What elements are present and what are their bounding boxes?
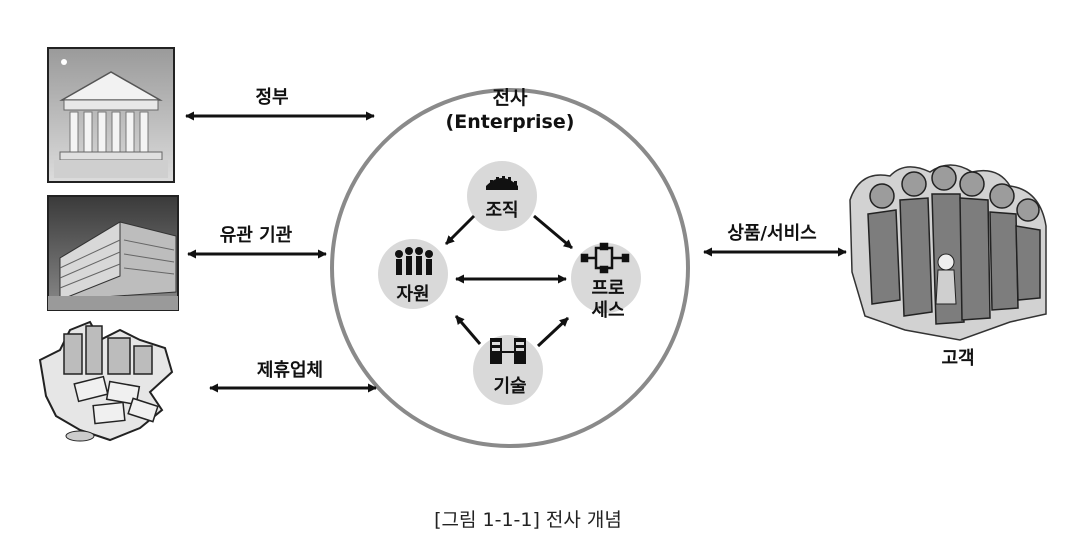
customer-crowd-image [849,164,1047,341]
resources-people-icon [395,247,433,275]
process-icon [580,242,630,274]
organization-label: 조직 [485,200,518,221]
government-building-image [47,47,175,183]
arrow-organization-to-process [533,214,573,250]
resources-label: 자원 [396,284,429,305]
process-node: 프로 세스 [571,242,641,321]
related-agencies-label: 유관 기관 [220,225,293,246]
technology-icon [490,338,526,364]
enterprise-title: 전사 [493,87,528,109]
organization-icon [486,176,518,190]
customers-label: 고객 [941,348,974,369]
organization-node: 조직 [467,161,537,231]
technology-label: 기술 [493,376,526,397]
arrow-technology-to-process [536,316,570,348]
government-label: 정부 [255,87,288,108]
figure-caption: [그림 1-1-1] 전사 개념 [434,509,622,531]
partners-label: 제휴업체 [257,360,323,381]
resources-node: 자원 [378,239,448,309]
process-label-line1: 프로 [591,278,624,299]
enterprise-circle [330,88,690,448]
arrow-technology-to-resources [454,315,482,345]
partner-city-image [38,320,174,442]
technology-node: 기술 [473,335,543,405]
arrow-organization-to-resources [444,214,476,246]
process-label-line2: 세스 [591,300,624,321]
enterprise-subtitle: (Enterprise) [446,111,575,133]
products-services-label: 상품/서비스 [727,223,816,244]
office-building-image [47,195,179,311]
